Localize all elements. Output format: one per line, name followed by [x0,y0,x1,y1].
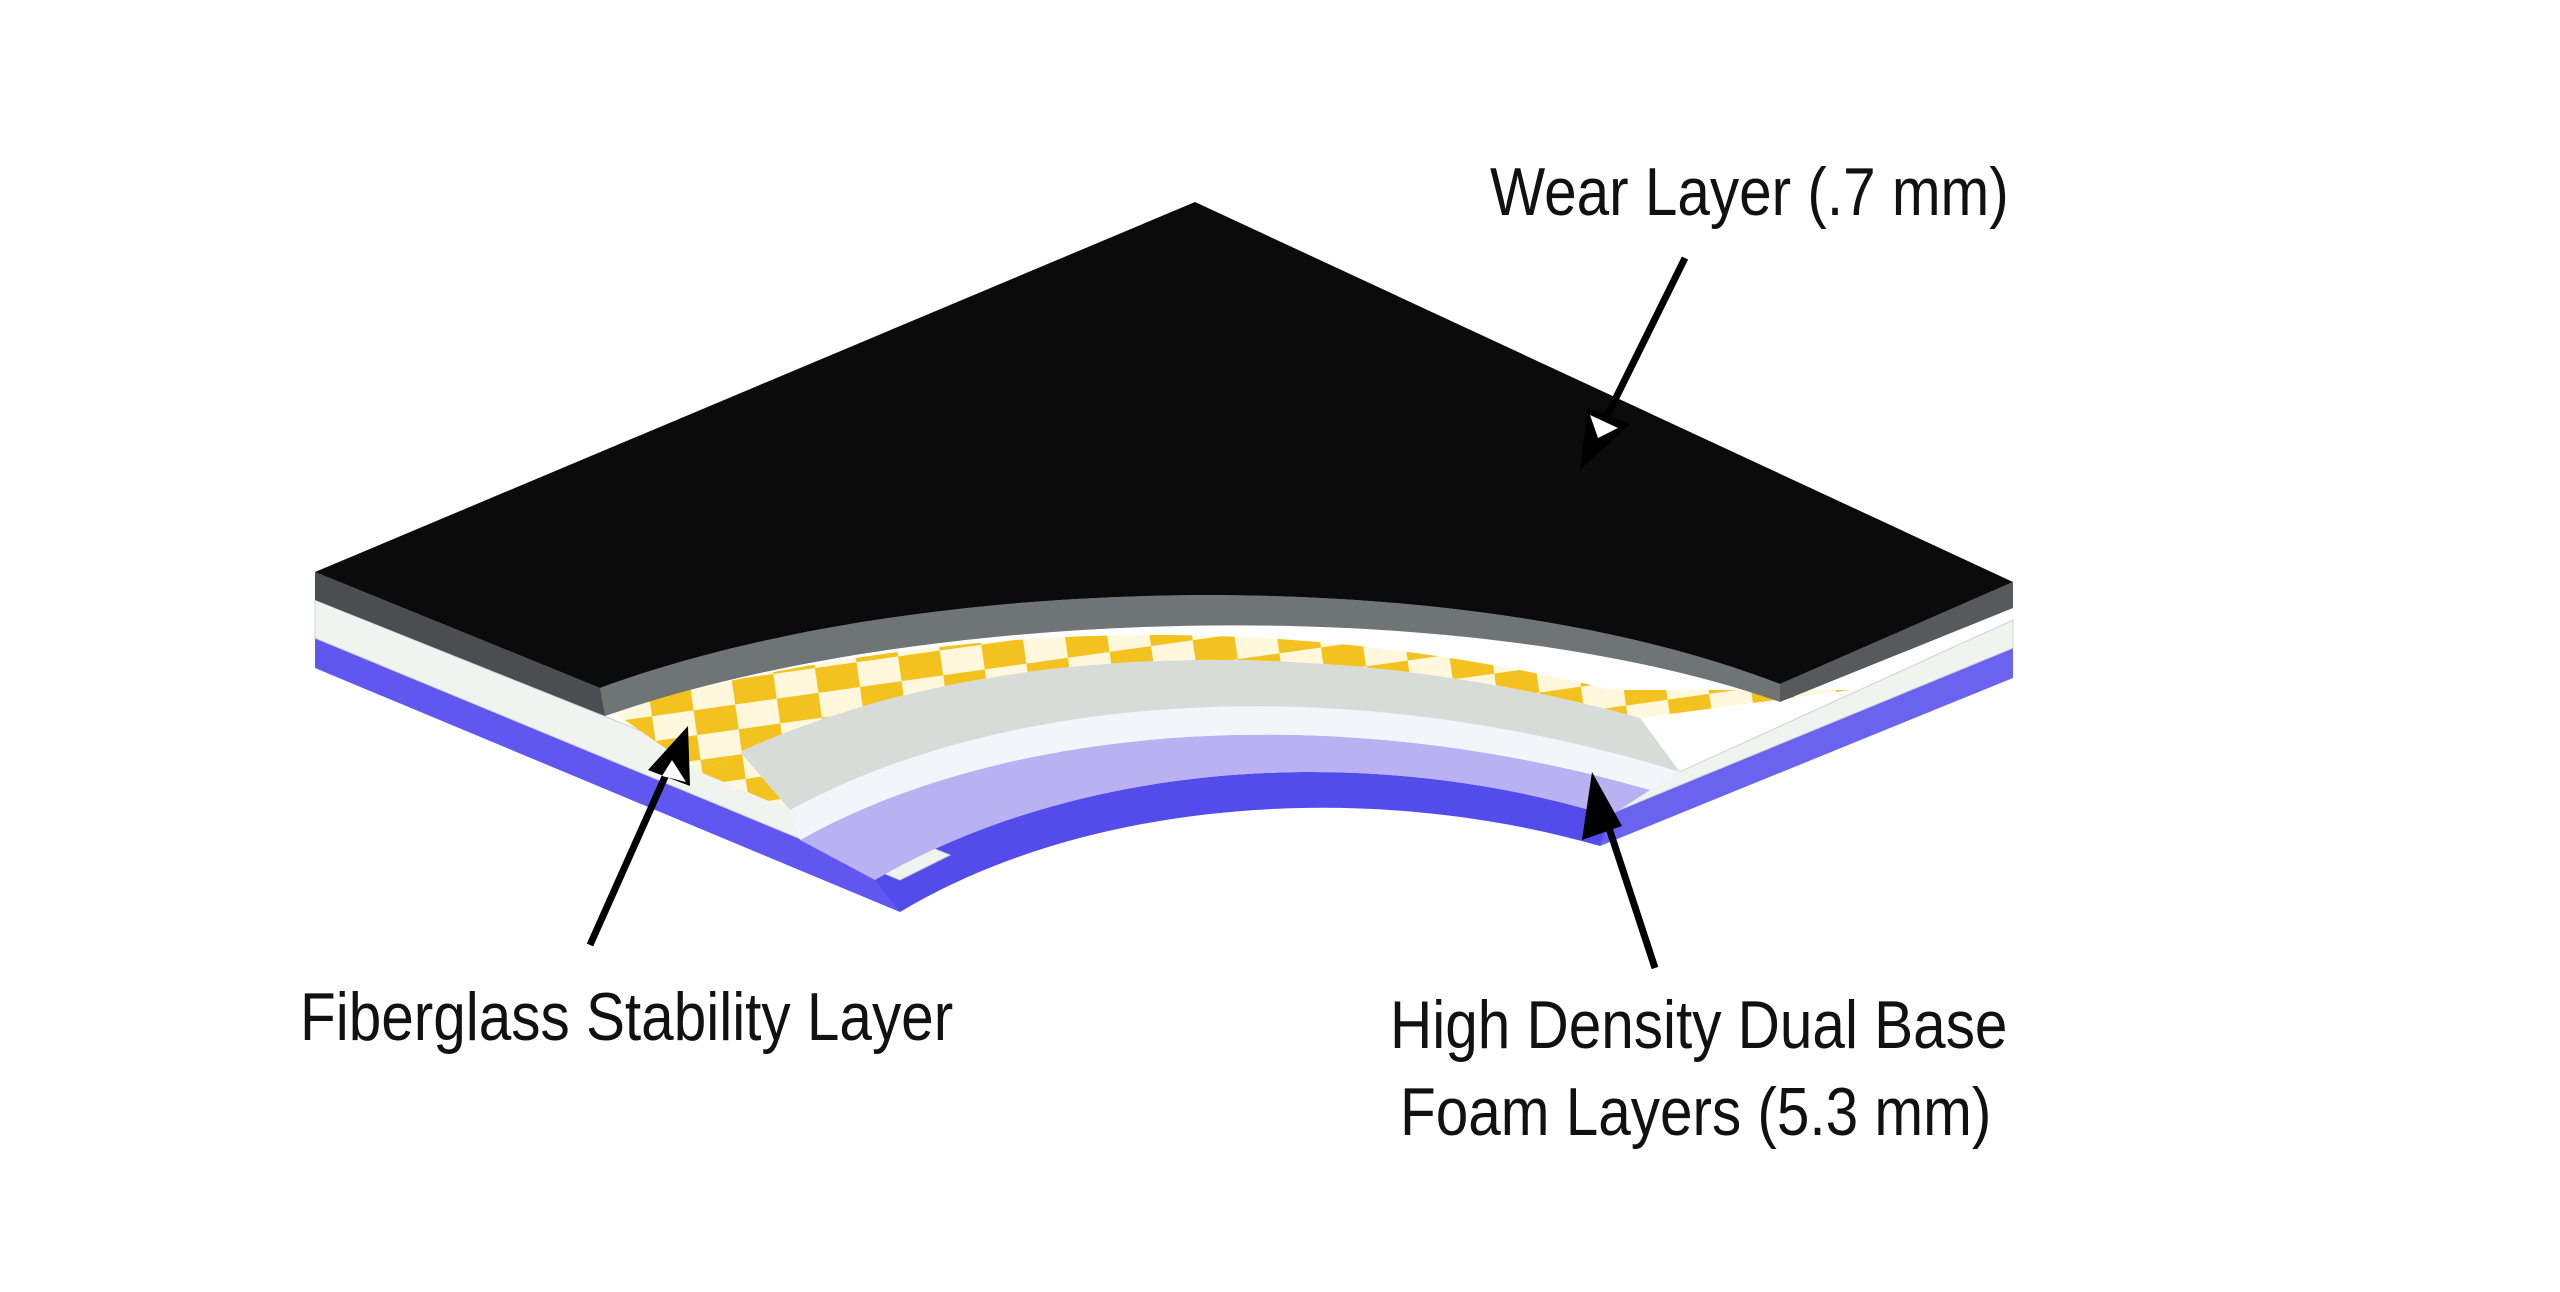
blue-foam-curve [875,771,1610,912]
layer-stack-illustration [314,202,2014,912]
label-foam-line2: Foam Layers (5.3 mm) [1400,1075,1991,1150]
blue-foam-layer-right [1600,648,2013,846]
gray-stability-curve [740,659,1680,810]
label-foam-line1: High Density Dual Base [1390,988,2007,1063]
blue-foam-layer-left [315,638,900,912]
label-wear-layer: Wear Layer (.7 mm) [1490,155,2009,230]
fiberglass-layer [610,635,1690,772]
fiberglass-layer-left-wing [610,710,790,810]
wear-layer-edge-right [1780,582,2013,702]
arrowhead-fiberglass [648,726,690,786]
wear-layer-top [315,202,2013,688]
wear-layer-edge-left [315,572,605,716]
arrow-foam-layers [1582,772,1659,970]
label-fiberglass-layer: Fiberglass Stability Layer [300,980,953,1055]
arrowhead-foam [1582,772,1622,840]
arrow-wear-layer [1580,256,1689,470]
arrowhead-wear [1580,408,1630,470]
wear-layer-edge-curve [600,595,1780,716]
arrow-fiberglass-layer [586,726,690,947]
lavender-foam-curve [800,734,1650,880]
white-foam-curve [790,706,1680,840]
